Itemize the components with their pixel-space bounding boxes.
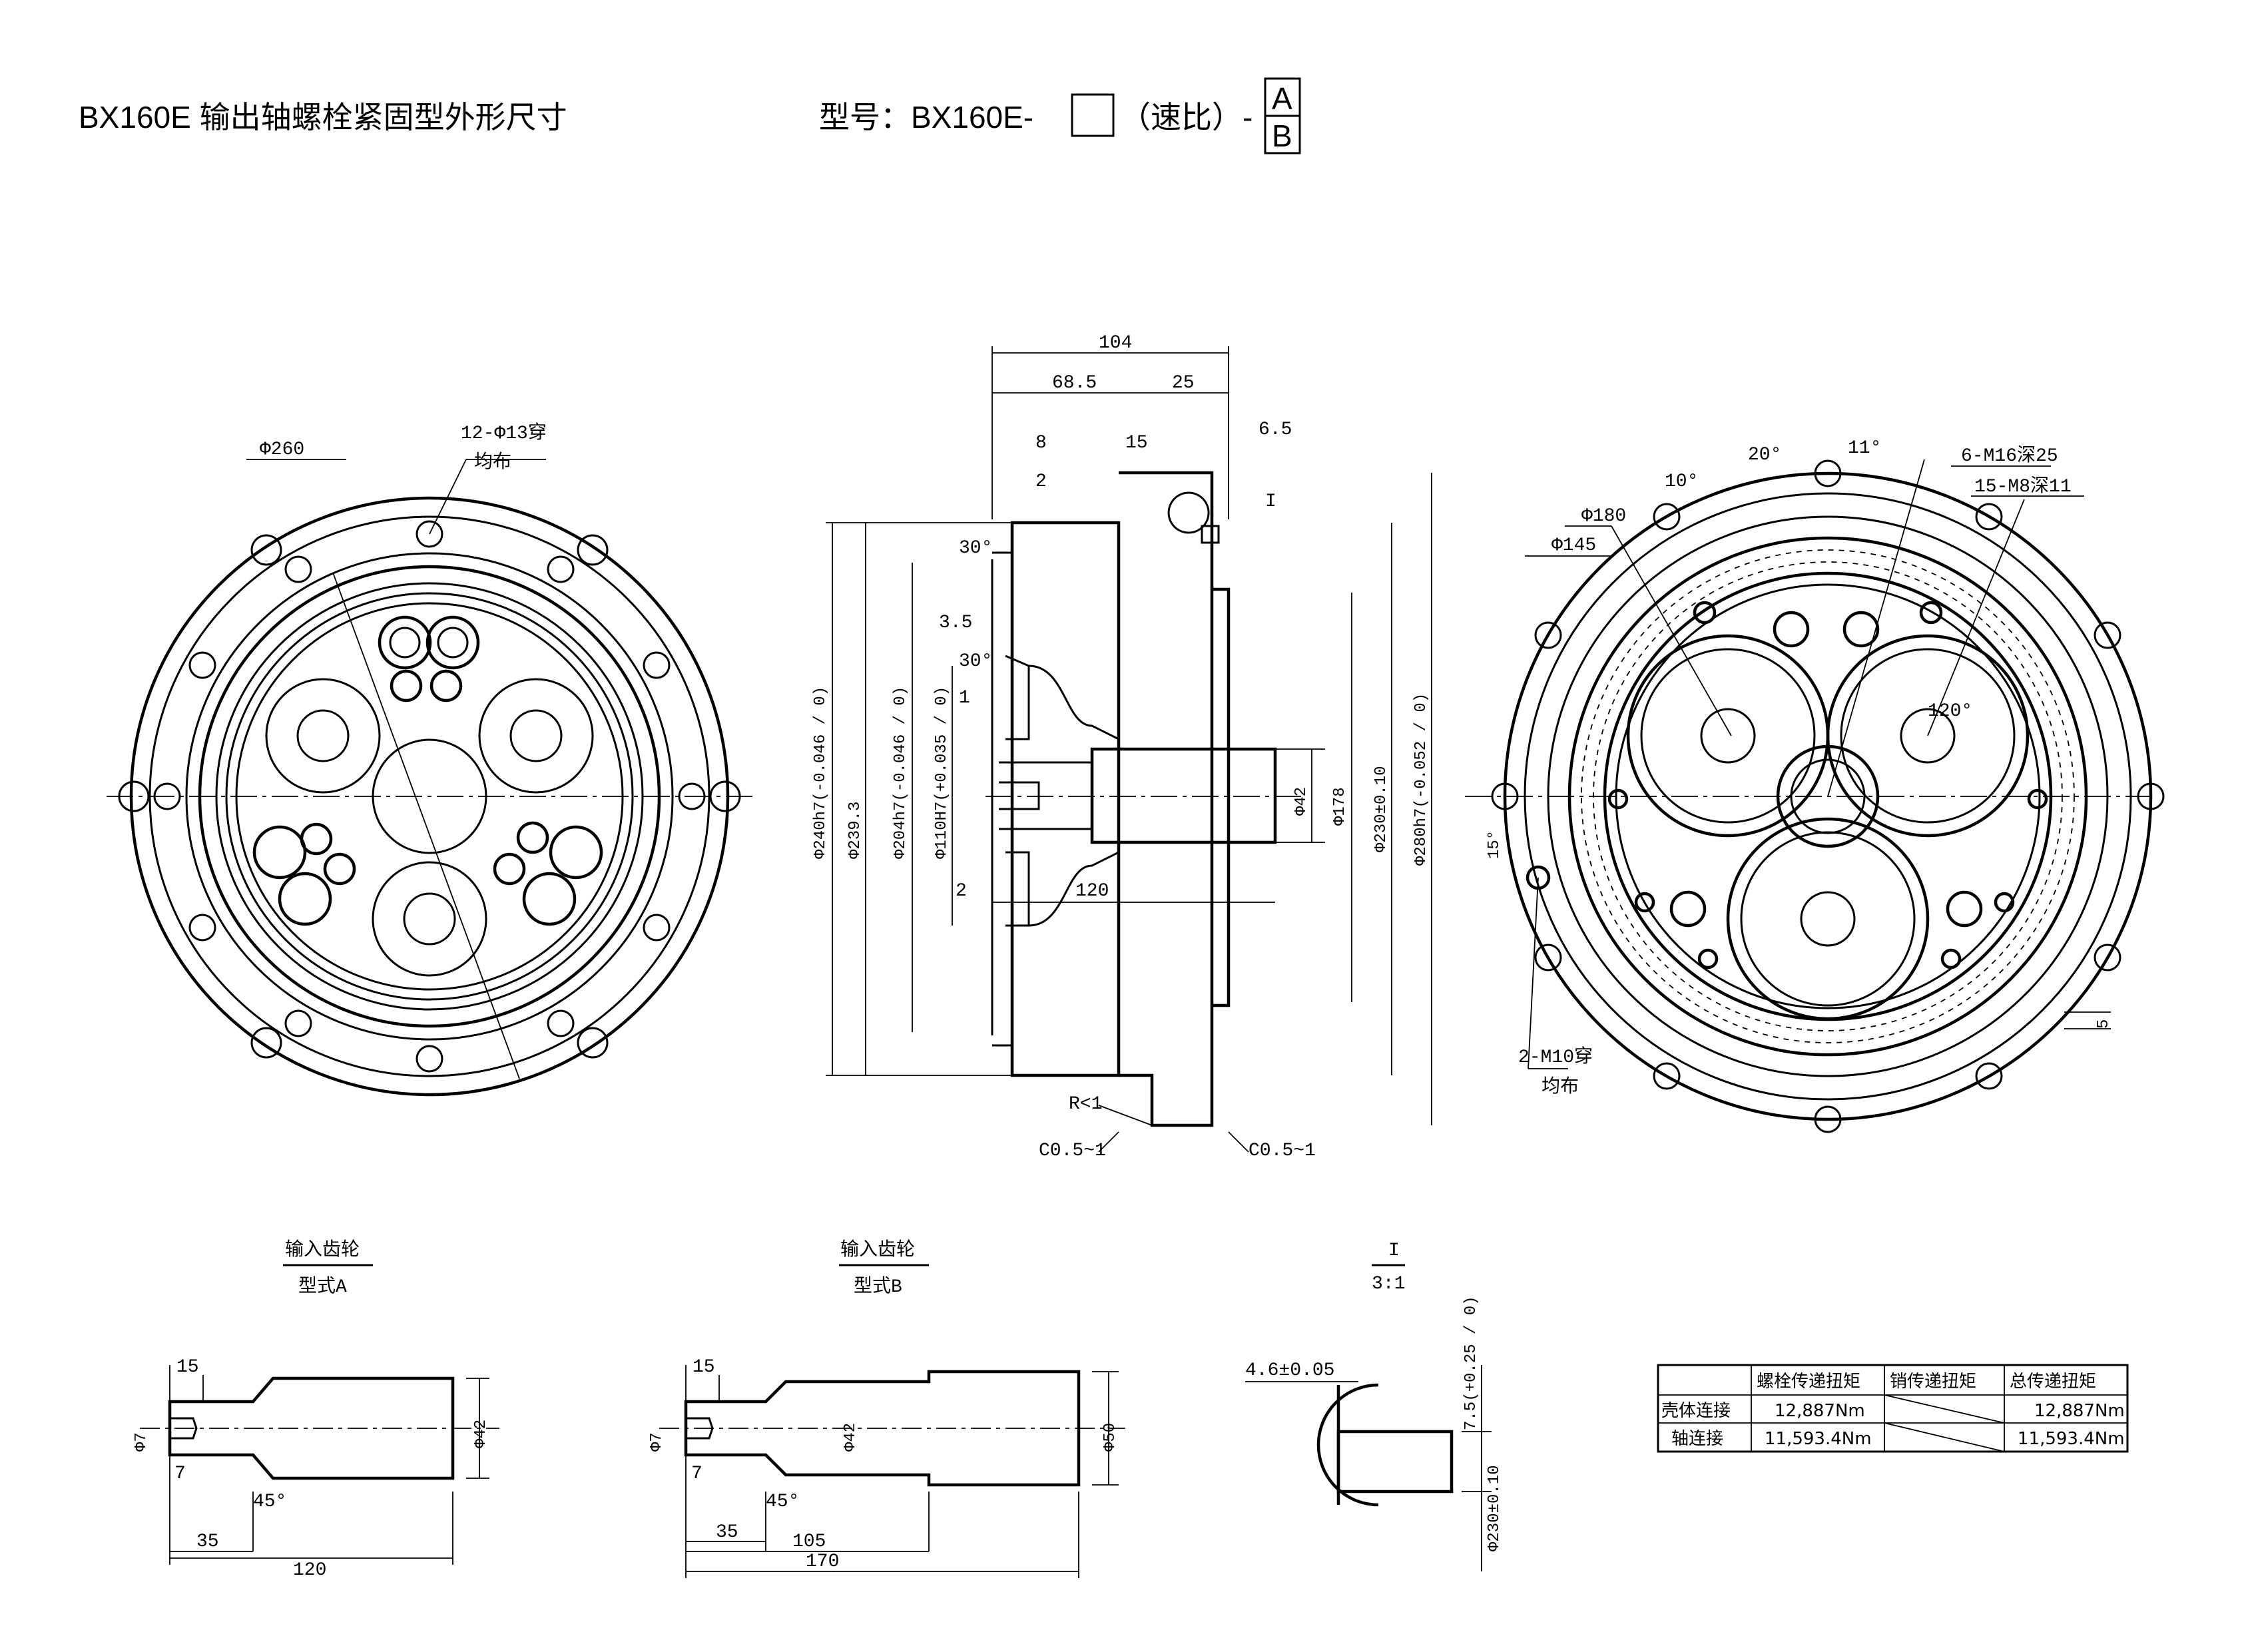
dim-d180: Φ180 bbox=[1581, 506, 1626, 527]
gear-b-l105: 105 bbox=[792, 1531, 826, 1552]
torque-table: 螺栓传递扭矩 销传递扭矩 总传递扭矩 壳体连接 12,887Nm 12,887N… bbox=[1657, 1364, 2129, 1453]
dim-3-5: 3.5 bbox=[939, 613, 972, 633]
dim-a20: 20° bbox=[1748, 445, 1781, 465]
option-a: A bbox=[1272, 81, 1292, 116]
rear-inner-holes bbox=[1526, 601, 2048, 969]
dim-a10: 10° bbox=[1665, 471, 1698, 492]
dim-c2: C0.5~1 bbox=[1249, 1141, 1316, 1161]
front-bolt-holes bbox=[118, 520, 741, 1073]
gear-b-d42: Φ42 bbox=[842, 1423, 860, 1452]
dim-holes: 12-Φ13穿 bbox=[461, 421, 547, 444]
dim-d230: Φ230±0.10 bbox=[1372, 766, 1390, 852]
dim-l5: 5 bbox=[2095, 1019, 2113, 1029]
dim-a11: 11° bbox=[1848, 438, 1881, 459]
detail-l46: 4.6±0.05 bbox=[1245, 1360, 1334, 1381]
table-header-total: 总传递扭矩 bbox=[2010, 1372, 2096, 1392]
detail-d230: Φ230±0.10 bbox=[1486, 1465, 1504, 1551]
gear-a-a45: 45° bbox=[253, 1492, 286, 1512]
dim-d178: Φ178 bbox=[1331, 787, 1349, 826]
table-header-pin: 销传递扭矩 bbox=[1890, 1372, 1976, 1392]
detail-l75: 7.5(+0.25 / 0) bbox=[1462, 1296, 1480, 1430]
gear-a-d42: Φ42 bbox=[472, 1420, 490, 1448]
table-cell-total: 12,887Nm bbox=[2034, 1401, 2125, 1421]
dim-1: 1 bbox=[959, 688, 970, 708]
dim-d280: Φ280h7(-0.052 / 0) bbox=[1412, 693, 1430, 866]
dim-c1: C0.5~1 bbox=[1039, 1141, 1106, 1161]
dim-104: 104 bbox=[1099, 333, 1132, 354]
gear-b-label: 输入齿轮 bbox=[840, 1239, 915, 1261]
dim-d239: Φ239.3 bbox=[846, 802, 864, 859]
gear-b-l7: 7 bbox=[691, 1464, 702, 1484]
gear-b-view: 输入齿轮 型式B 15 Φ7 7 45° Φ42 Φ50 35 105 170 bbox=[648, 1239, 1125, 1578]
model-ratio: （速比）- bbox=[1120, 100, 1253, 135]
dim-a15: 15° bbox=[1486, 830, 1504, 859]
dim-30a: 30° bbox=[959, 538, 992, 559]
rear-bolt-holes bbox=[1491, 459, 2165, 1133]
dim-d110: Φ110H7(+0.035 / 0) bbox=[933, 687, 951, 859]
detail-marker: I bbox=[1265, 491, 1276, 512]
section-view: 104 68.5 25 8 2 15 6.5 I 30° 3.5 30° 1 2… bbox=[812, 333, 1432, 1161]
dim-d204: Φ204h7(-0.046 / 0) bbox=[892, 687, 910, 859]
gear-b-sub: 型式B bbox=[854, 1275, 902, 1298]
gear-a-label: 输入齿轮 bbox=[285, 1239, 360, 1261]
dim-15: 15 bbox=[1125, 433, 1148, 453]
gear-b-d7: Φ7 bbox=[648, 1432, 666, 1452]
dim-holes-sub: 均布 bbox=[474, 451, 511, 473]
dim-m10: 2-M10穿 bbox=[1518, 1045, 1593, 1068]
table-cell-bolt: 12,887Nm bbox=[1775, 1401, 1865, 1421]
gear-a-view: 输入齿轮 型式A 15 Φ7 7 45° Φ42 35 120 bbox=[133, 1239, 499, 1581]
gear-b-l15: 15 bbox=[693, 1357, 715, 1378]
gear-a-d7: Φ7 bbox=[133, 1432, 150, 1452]
gear-a-sub: 型式A bbox=[298, 1275, 347, 1298]
detail-label: I bbox=[1388, 1240, 1400, 1261]
dim-m10-sub: 均布 bbox=[1541, 1075, 1579, 1098]
dim-m8: 15-M8深11 bbox=[1974, 475, 2072, 497]
dim-d260: Φ260 bbox=[260, 439, 304, 460]
dim-d240: Φ240h7(-0.046 / 0) bbox=[812, 687, 830, 859]
table-row-label: 轴连接 bbox=[1671, 1429, 1723, 1449]
gear-b-l35: 35 bbox=[716, 1522, 738, 1543]
page-title: BX160E 输出轴螺栓紧固型外形尺寸 bbox=[79, 100, 567, 135]
table-row-label: 壳体连接 bbox=[1661, 1401, 1731, 1421]
front-view: Φ260 12-Φ13穿 均布 bbox=[107, 421, 752, 1097]
table-header-bolt: 螺栓传递扭矩 bbox=[1757, 1372, 1860, 1392]
gear-b-a45: 45° bbox=[766, 1492, 799, 1512]
detail-i-view: I 3:1 4.6±0.05 7.5(+0.25 / 0) Φ230±0.10 bbox=[1245, 1240, 1504, 1571]
option-b: B bbox=[1272, 119, 1292, 153]
table-cell-bolt: 11,593.4Nm bbox=[1765, 1429, 1872, 1449]
ratio-input-box bbox=[1071, 93, 1115, 137]
dim-68: 68.5 bbox=[1052, 373, 1097, 394]
rear-view: 10° 20° 11° 6-M16深25 15-M8深11 Φ180 Φ145 … bbox=[1465, 438, 2165, 1133]
dim-120: 120 bbox=[1075, 881, 1109, 902]
dim-8: 8 bbox=[1035, 433, 1047, 453]
detail-scale: 3:1 bbox=[1372, 1274, 1405, 1294]
model-prefix: 型号：BX160E- bbox=[819, 100, 1033, 135]
dim-d145: Φ145 bbox=[1551, 535, 1596, 556]
table-cell-total: 11,593.4Nm bbox=[2018, 1429, 2125, 1449]
dim-25: 25 bbox=[1172, 373, 1195, 394]
dim-2a: 2 bbox=[1035, 471, 1047, 492]
gear-a-l15: 15 bbox=[176, 1357, 199, 1378]
dim-d42: Φ42 bbox=[1292, 787, 1310, 816]
gear-a-l120: 120 bbox=[293, 1560, 326, 1581]
dim-2b: 2 bbox=[956, 881, 967, 902]
gear-b-l170: 170 bbox=[806, 1551, 839, 1572]
gear-a-l35: 35 bbox=[196, 1531, 219, 1552]
gear-b-d50: Φ50 bbox=[1101, 1423, 1119, 1452]
dim-a120: 120° bbox=[1928, 701, 1972, 722]
dim-6: 6.5 bbox=[1259, 419, 1292, 440]
dim-r1: R<1 bbox=[1069, 1094, 1102, 1115]
dim-m16: 6-M16深25 bbox=[1961, 445, 2058, 467]
gear-a-l7: 7 bbox=[174, 1464, 186, 1484]
dim-30b: 30° bbox=[959, 651, 992, 672]
